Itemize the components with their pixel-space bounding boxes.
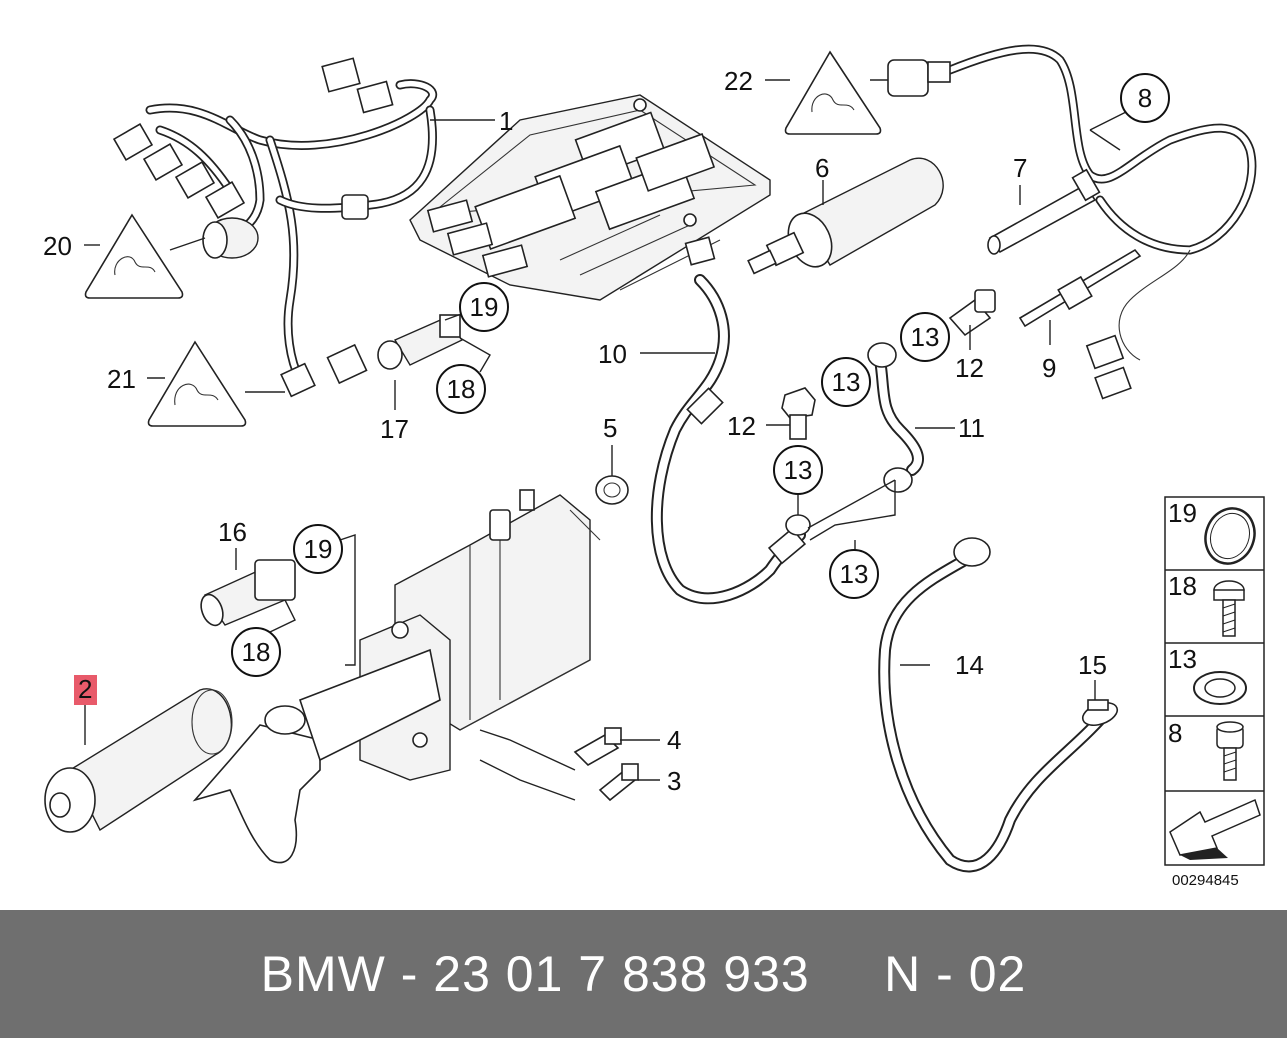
callout-22: 22: [724, 66, 753, 96]
wiring-harness-right: [887, 44, 1257, 400]
part-15-clamp: [1081, 699, 1119, 727]
part-2-pressure-accumulator: [44, 688, 233, 833]
wiring-harness: [112, 57, 437, 398]
callout-11: 11: [958, 413, 985, 443]
callout-21: 21: [107, 364, 136, 394]
part-12-bolt-mid: [781, 387, 816, 440]
callout-9: 9: [1042, 353, 1056, 383]
valve-body: [409, 94, 771, 301]
part-17-solenoid-valve: [377, 314, 464, 370]
callout-14: 14: [955, 650, 984, 680]
legend-panel: 19 18 13 8: [1164, 496, 1265, 866]
callout-8: 8: [1138, 83, 1152, 113]
callout-7: 7: [1013, 153, 1027, 183]
warning-triangle-22: [784, 50, 882, 135]
callout-17: 17: [380, 414, 409, 444]
callout-12-mid: 12: [727, 411, 756, 441]
legend-19: 19: [1168, 498, 1197, 528]
accumulator-bracket: [192, 648, 441, 864]
image-code: 00294845: [1172, 872, 1239, 889]
callout-12-top: 12: [955, 353, 984, 383]
part-9-cable-tie: [1018, 248, 1142, 328]
parts-diagram: 1 20 21 22 7 6 10 9 12 12 11 5 17 16 14 …: [43, 44, 1265, 889]
leader-lines: [84, 79, 1131, 801]
o-ring-icon: [1204, 507, 1256, 565]
callout-10: 10: [598, 339, 627, 369]
torx-bolt-icon: [1213, 580, 1245, 637]
hex-socket-bolt-icon: [1216, 721, 1244, 781]
part-6-accumulator: [747, 157, 944, 275]
callout-4: 4: [667, 725, 681, 755]
part-5-seal: [595, 475, 629, 505]
callout-2-highlight: [74, 675, 97, 705]
callout-13-mid: 13: [784, 455, 813, 485]
part-10-line: [650, 236, 811, 605]
circled-callouts: 8 19 18 13 13 13 13 19 18: [231, 73, 1170, 677]
callout-16: 16: [218, 517, 247, 547]
callout-3: 3: [667, 766, 681, 796]
callout-5: 5: [603, 413, 617, 443]
callout-19-top: 19: [470, 292, 499, 322]
callout-2: 2: [78, 674, 92, 704]
footer-bar: BMW - 23 01 7 838 933 N - 02: [0, 910, 1287, 1038]
callout-1: 1: [499, 106, 513, 136]
part-16-solenoid-valve: [200, 559, 296, 627]
callout-13-top: 13: [911, 322, 940, 352]
warning-triangle-21: [147, 340, 247, 427]
direction-arrow-icon: [1169, 798, 1261, 860]
part-4-sensor: [573, 727, 622, 766]
part-7-rod: [987, 168, 1101, 255]
warning-triangle-20: [84, 213, 184, 299]
legend-8: 8: [1168, 718, 1182, 748]
callout-6: 6: [815, 153, 829, 183]
legend-13: 13: [1168, 644, 1197, 674]
callout-19-bottom: 19: [304, 534, 333, 564]
part-12-bolt-top: [948, 289, 996, 337]
callout-18-bottom: 18: [242, 637, 271, 667]
callout-20: 20: [43, 231, 72, 261]
callout-13-left: 13: [832, 367, 861, 397]
part-3-sensor: [598, 763, 639, 802]
part-14-hose: [878, 537, 1111, 873]
part-number-title: BMW - 23 01 7 838 933 N - 02: [260, 946, 1027, 1002]
legend-18: 18: [1168, 571, 1197, 601]
hydraulic-unit: [359, 489, 601, 781]
callout-15: 15: [1078, 650, 1107, 680]
callout-labels: 1 20 21 22 7 6 10 9 12 12 11 5 17 16 14 …: [43, 66, 1107, 796]
seal-ring-icon: [1193, 671, 1247, 705]
part-11-line: [867, 342, 924, 493]
callout-13-bottom: 13: [840, 559, 869, 589]
callout-18-top: 18: [447, 374, 476, 404]
